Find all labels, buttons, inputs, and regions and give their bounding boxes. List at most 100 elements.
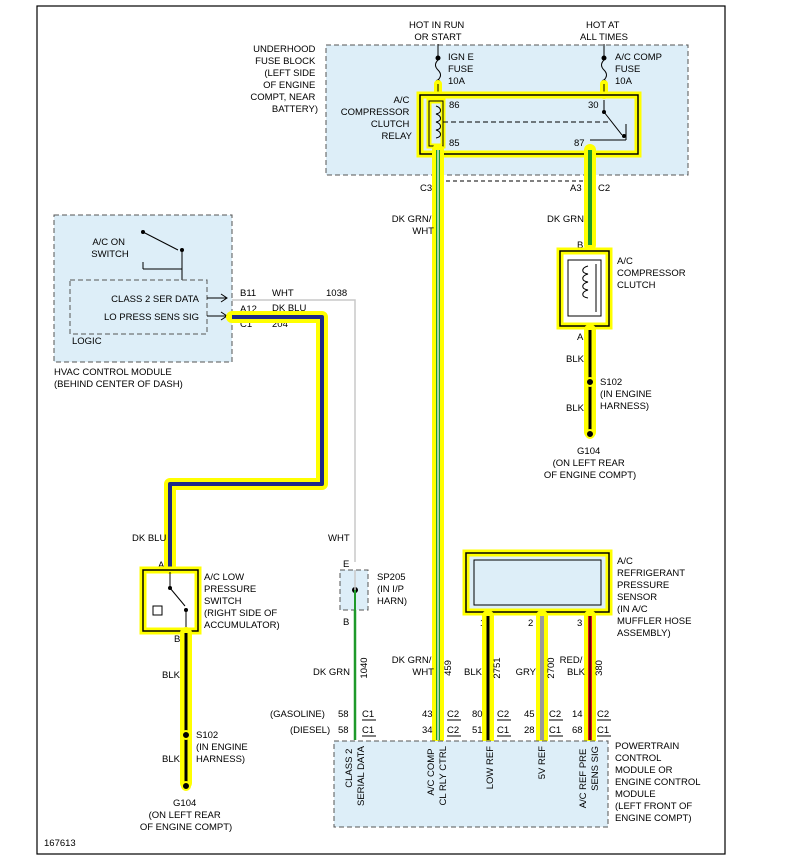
circuit-1040-label: 1040 (359, 657, 370, 678)
g104-right-ground (585, 429, 595, 439)
figure-id: 167613 (44, 838, 76, 849)
lo-press-label: LO PRESS SENS SIG (104, 312, 199, 323)
sp205-pin-b: B (343, 617, 349, 628)
wire-wht-1038 (232, 299, 356, 562)
gas-conn-c2-b: C2 (497, 709, 509, 720)
logic-label: LOGIC (72, 336, 102, 347)
hvac-module-box (53, 214, 233, 363)
pcm-pin-class2: CLASS 2 SERIAL DATA (344, 745, 367, 806)
pin-a12: A12 (240, 304, 257, 315)
diesel-conn-c1-b: C1 (497, 725, 509, 736)
gas-conn-c1: C1 (362, 709, 374, 720)
s102-left-label: S102 (IN ENGINE HARNESS) (196, 730, 250, 765)
connector-c3: C3 (420, 183, 432, 194)
gasoline-label: (GASOLINE) (270, 709, 325, 720)
diesel-conn-c1-d: C1 (597, 725, 609, 736)
pcm-label: POWERTRAIN CONTROL MODULE OR ENGINE CONT… (615, 741, 703, 824)
ac-refrigerant-pressure-sensor (462, 549, 613, 616)
diagram-frame (36, 5, 726, 855)
wire-red-blk-label: RED/ BLK (560, 655, 586, 678)
circuit-2751-label: 2751 (492, 657, 503, 678)
pcm-pin-ac-comp: A/C COMP CL RLY CTRL (426, 746, 449, 805)
diesel-pin-58: 58 (338, 725, 349, 736)
class2-label: CLASS 2 SER DATA (111, 294, 199, 305)
clutch-pin-b: B (577, 240, 583, 251)
diesel-pin-34: 34 (422, 725, 433, 736)
lps-pin-a: A (158, 560, 165, 571)
wire-dkgrn-left-label: DK GRN (313, 667, 350, 678)
gas-pin-58: 58 (338, 709, 349, 720)
connector-c2: C2 (598, 183, 610, 194)
wire-dkblu-204 (168, 315, 324, 568)
hot-all-times-label: HOT AT ALL TIMES (580, 20, 628, 43)
gas-pin-80: 80 (472, 709, 483, 720)
wire-blk-sensor-label: BLK (464, 667, 483, 678)
gas-pin-45: 45 (524, 709, 535, 720)
gas-conn-c2-c: C2 (549, 709, 561, 720)
pcm-pin-ac-ref: A/C REF PRE SENS SIG (578, 746, 601, 808)
circuit-204-label: 204 (272, 319, 288, 330)
wire-wht-mid-label: WHT (328, 533, 350, 544)
ign-fuse-symbol (435, 59, 441, 81)
wire-dkgrn-wht-top-label: DK GRN/ WHT (392, 214, 434, 237)
diesel-conn-c1-a: C1 (362, 725, 374, 736)
lps-label: A/C LOW PRESSURE SWITCH (RIGHT SIDE OF A… (204, 572, 280, 631)
diesel-conn-c1-c: C1 (549, 725, 561, 736)
clutch-pin-a: A (577, 332, 584, 343)
wire-dkblu-left-label: DK BLU (132, 533, 166, 544)
relay-pin-30: 30 (588, 100, 599, 111)
sensor-pin-3: 3 (577, 618, 582, 629)
gas-conn-c2-d: C2 (597, 709, 609, 720)
relay-pin-86: 86 (449, 100, 460, 111)
pcm-pin-low-ref: LOW REF (485, 746, 496, 789)
pcm-box (333, 740, 609, 828)
wire-gry-label: GRY (516, 667, 537, 678)
wire-wht-top-label: WHT (272, 288, 294, 299)
ign-fuse-label: IGN E FUSE 10A (448, 52, 477, 87)
sp205-label: SP205 (IN I/P HARN) (377, 572, 408, 607)
circuit-2700-label: 2700 (546, 657, 557, 678)
g104-right-label: G104 (ON LEFT REAR OF ENGINE COMPT) (544, 446, 636, 481)
lps-pin-b: B (174, 634, 180, 645)
gas-pin-14: 14 (572, 709, 583, 720)
pcm-pin-5v-ref: 5V REF (537, 746, 548, 779)
s102-right-splice (585, 377, 595, 387)
ac-fuse-label: A/C COMP FUSE 10A (615, 52, 664, 87)
wire-blk-lps-label-2: BLK (162, 754, 181, 765)
diesel-conn-c2: C2 (447, 725, 459, 736)
ac-fuse-symbol (601, 59, 607, 81)
ac-on-switch (141, 230, 184, 280)
s102-right-label: S102 (IN ENGINE HARNESS) (600, 377, 654, 412)
connector-a3: A3 (570, 183, 582, 194)
wire-dkgrn-top-label: DK GRN (547, 214, 584, 225)
relay-label: A/C COMPRESSOR CLUTCH RELAY (341, 95, 413, 142)
wire-dkgrn-wht-bot-label: DK GRN/ WHT (392, 655, 434, 678)
circuit-380-label: 380 (594, 660, 605, 676)
lps-switch-symbol (152, 572, 188, 630)
clutch-label: A/C COMPRESSOR CLUTCH (617, 256, 688, 291)
sensor-pin-2: 2 (528, 618, 533, 629)
pin-b11: B11 (240, 288, 256, 299)
diesel-pin-28: 28 (524, 725, 535, 736)
wire-blk-lps-label: BLK (162, 670, 181, 681)
hot-run-start-label: HOT IN RUN OR START (409, 20, 467, 43)
gas-conn-c2-a: C2 (447, 709, 459, 720)
s102-left-splice (181, 730, 191, 740)
logic-box (69, 279, 208, 335)
diesel-pin-68: 68 (572, 725, 583, 736)
sensor-label: A/C REFRIGERANT PRESSURE SENSOR (IN A/C … (617, 556, 694, 639)
circuit-1038-label: 1038 (326, 288, 347, 299)
fuse-block-label: UNDERHOOD FUSE BLOCK (LEFT SIDE OF ENGIN… (250, 44, 318, 115)
diesel-label: (DIESEL) (290, 725, 330, 736)
diesel-pin-51: 51 (472, 725, 483, 736)
g104-left-label: G104 (ON LEFT REAR OF ENGINE COMPT) (140, 798, 232, 833)
hvac-module-label: HVAC CONTROL MODULE (BEHIND CENTER OF DA… (54, 367, 183, 390)
g104-left-ground (181, 781, 191, 791)
circuit-459-label: 459 (443, 660, 454, 676)
relay-pin-87: 87 (574, 138, 585, 149)
ac-on-switch-label: A/C ON SWITCH (91, 237, 129, 260)
sp205-pin-e: E (343, 559, 349, 570)
wire-blk-clutch-label-2: BLK (566, 403, 585, 414)
wire-blk-clutch-label: BLK (566, 354, 585, 365)
